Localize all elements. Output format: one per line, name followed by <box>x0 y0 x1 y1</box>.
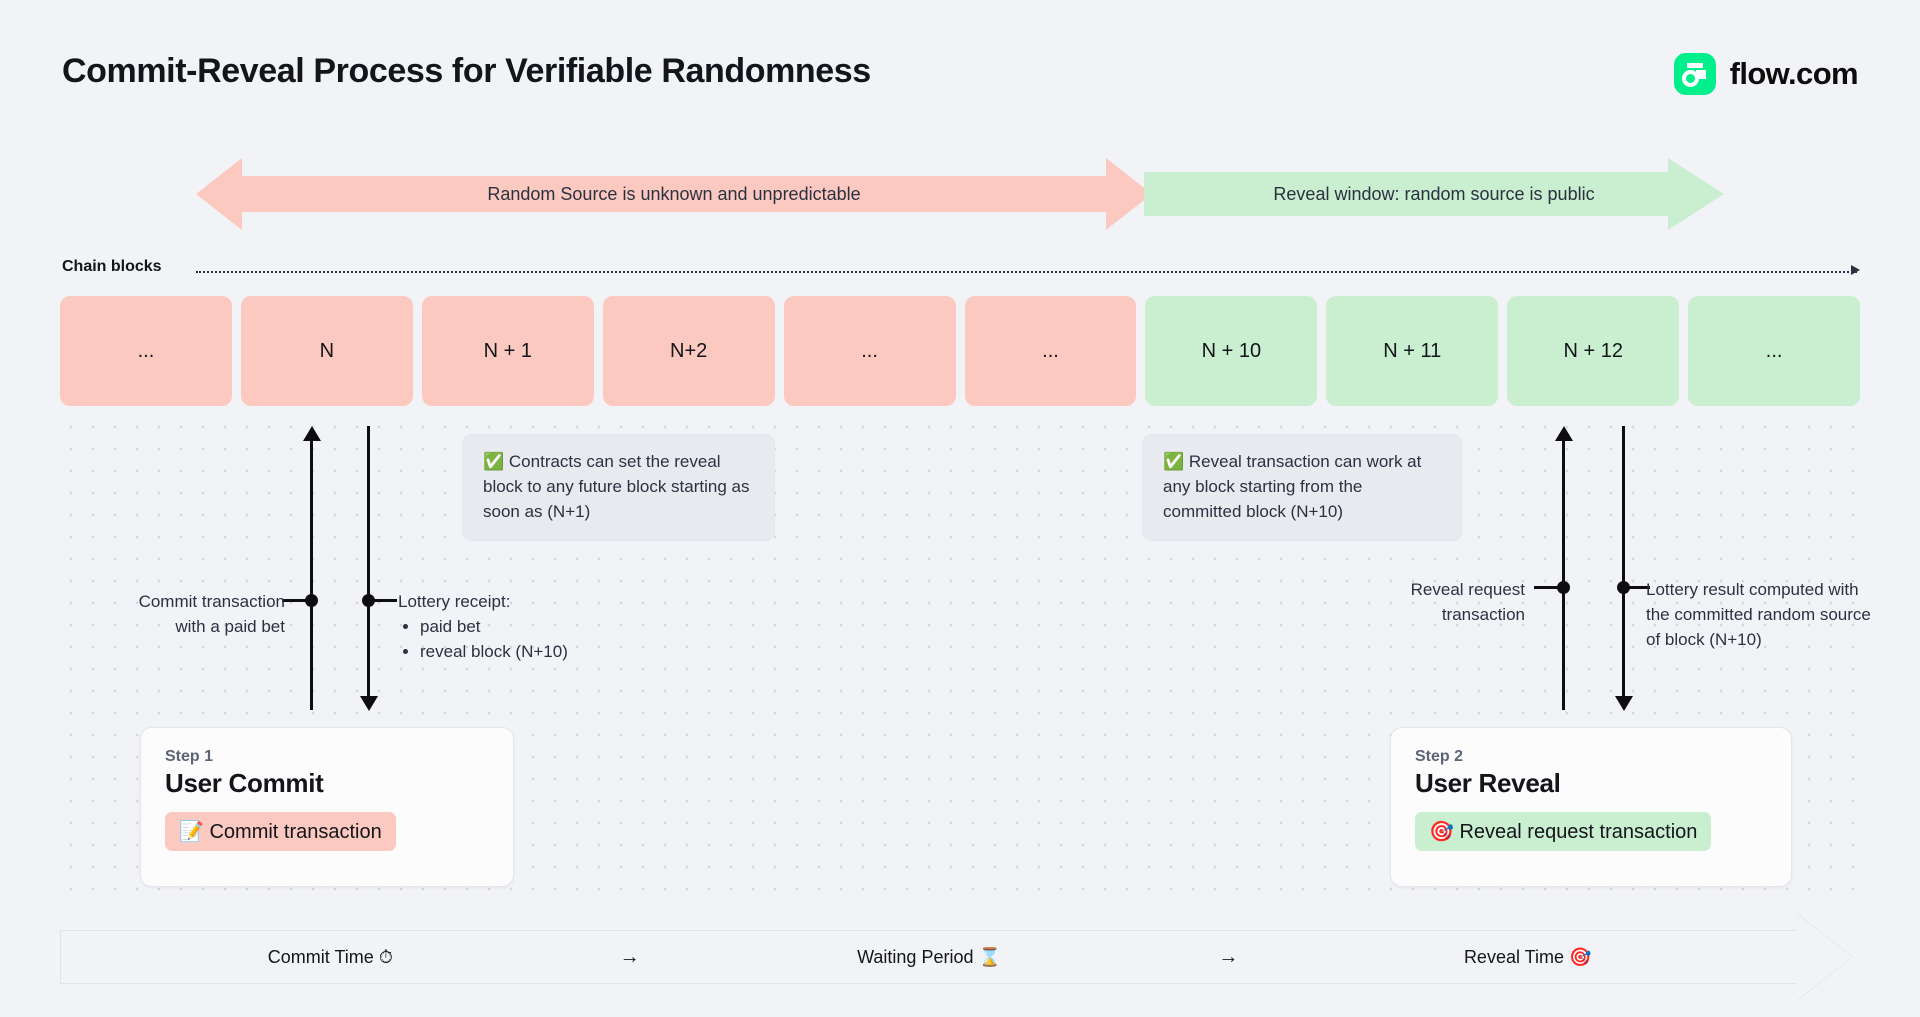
block-cell[interactable]: N + 12 <box>1507 296 1680 406</box>
step-card-user-reveal[interactable]: Step 2 User Reveal 🎯 Reveal request tran… <box>1390 727 1792 887</box>
commit-arrow-up-icon <box>303 426 321 441</box>
chain-dotted-line <box>196 271 1857 273</box>
block-cell[interactable]: ... <box>964 296 1137 406</box>
dart-icon: 🎯 <box>1569 946 1592 967</box>
flow-logo-icon <box>1673 53 1716 95</box>
block-cell[interactable]: ... <box>60 296 232 406</box>
result-arrow-dot <box>1617 581 1630 594</box>
timeline-phase-label: Waiting Period <box>857 946 974 967</box>
banner-reveal-window: Reveal window: random source is public <box>1144 158 1724 230</box>
step-pill-label: Commit transaction <box>209 821 382 843</box>
result-arrow-down-icon <box>1615 696 1633 711</box>
step-pill-commit-transaction[interactable]: 📝 Commit transaction <box>165 812 396 851</box>
callout-text: Reveal transaction can work at any block… <box>1163 452 1422 521</box>
right-arrow-shape-icon <box>1144 158 1724 230</box>
annotation-lottery-result: Lottery result computed with the committ… <box>1646 580 1871 649</box>
brand-logo: flow.com <box>1673 53 1859 95</box>
commit-connector-stub <box>282 599 312 602</box>
annotation-lottery-receipt: Lottery receipt: paid bet reveal block (… <box>398 590 648 665</box>
white-check-mark-icon: ✅ <box>483 452 505 471</box>
step-pill-reveal-request-transaction[interactable]: 🎯 Reveal request transaction <box>1415 812 1712 851</box>
annotation-commit-transaction: Commit transaction with a paid bet <box>85 590 285 640</box>
block-cell[interactable]: ... <box>783 296 956 406</box>
timeline-phase-commit: Commit Time ⏱ <box>61 947 600 968</box>
annotation-line: Reveal request <box>1410 580 1525 599</box>
timeline-phase-label: Reveal Time <box>1463 946 1564 967</box>
step-title: User Commit <box>165 768 324 798</box>
chain-blocks-label: Chain blocks <box>62 258 162 275</box>
step-card-user-commit[interactable]: Step 1 User Commit 📝 Commit transaction <box>140 727 514 887</box>
result-arrow-line <box>1622 426 1625 696</box>
reveal-arrow-line <box>1562 440 1565 710</box>
list-item: paid bet <box>420 615 648 640</box>
annotation-line: transaction <box>1441 604 1525 624</box>
callout-reveal-window: ✅ Reveal transaction can work at any blo… <box>1142 434 1462 541</box>
phase-timeline: Commit Time ⏱ → Waiting Period ⌛ → Revea… <box>60 913 1860 1001</box>
block-cell[interactable]: N + 11 <box>1326 296 1499 406</box>
double-arrow-shape-icon <box>196 158 1152 230</box>
step-pill-label: Reveal request transaction <box>1459 821 1698 843</box>
banner-label: Reveal window: random source is public <box>1273 183 1595 204</box>
block-cell[interactable]: N + 10 <box>1145 296 1318 406</box>
annotation-title: Lottery receipt: <box>398 592 511 611</box>
block-cell[interactable]: N+2 <box>602 296 775 406</box>
receipt-bullet-list: paid bet reveal block (N+10) <box>420 615 648 665</box>
timeline-phase-reveal: Reveal Time 🎯 <box>1258 947 1797 968</box>
block-cell[interactable]: ... <box>1688 296 1861 406</box>
reveal-arrow-dot <box>1557 581 1570 594</box>
brand-name: flow.com <box>1729 56 1859 91</box>
timeline-separator-icon: → <box>1218 945 1239 968</box>
hourglass-icon: ⌛ <box>978 946 1001 967</box>
reveal-arrow-up-icon <box>1555 426 1573 441</box>
timeline-phase-label: Commit Time <box>267 946 374 967</box>
receipt-connector-stub <box>367 599 397 602</box>
stopwatch-icon: ⏱ <box>378 946 393 967</box>
list-item: reveal block (N+10) <box>420 640 648 665</box>
memo-icon: 📝 <box>179 821 204 843</box>
page-title: Commit-Reveal Process for Verifiable Ran… <box>62 52 871 90</box>
timeline-separator-icon: → <box>619 945 640 968</box>
receipt-arrow-line <box>367 426 370 696</box>
receipt-arrow-dot <box>362 594 375 607</box>
chain-blocks-row: ... N N + 1 N+2 ... ... N + 10 N + 11 N … <box>60 296 1861 406</box>
annotation-line: with a paid bet <box>175 616 285 636</box>
commit-arrow-line <box>310 440 313 710</box>
annotation-reveal-request: Reveal request transaction <box>1340 578 1525 628</box>
banner-label: Random Source is unknown and unpredictab… <box>487 183 861 204</box>
step-title: User Reveal <box>1415 768 1561 798</box>
banner-random-source-unknown: Random Source is unknown and unpredictab… <box>196 158 1152 230</box>
phase-banners: Random Source is unknown and unpredictab… <box>0 158 1920 230</box>
timeline-phase-waiting: Waiting Period ⌛ <box>660 947 1199 968</box>
timeline-bar: Commit Time ⏱ → Waiting Period ⌛ → Revea… <box>60 930 1798 984</box>
callout-text: Contracts can set the reveal block to an… <box>483 452 750 521</box>
white-check-mark-icon: ✅ <box>1163 452 1185 471</box>
timeline-arrow-icon <box>1796 913 1852 1001</box>
annotation-line: Commit transaction <box>138 592 285 611</box>
dart-icon: 🎯 <box>1429 821 1454 843</box>
callout-commit-window: ✅ Contracts can set the reveal block to … <box>462 434 775 541</box>
receipt-arrow-down-icon <box>360 696 378 711</box>
step-kicker: Step 1 <box>165 748 214 765</box>
chain-arrow-icon <box>1851 265 1860 275</box>
result-connector-stub <box>1622 586 1650 589</box>
reveal-connector-stub <box>1534 586 1564 589</box>
commit-arrow-dot <box>305 594 318 607</box>
block-cell[interactable]: N + 1 <box>421 296 594 406</box>
block-cell[interactable]: N <box>240 296 413 406</box>
step-kicker: Step 2 <box>1415 748 1464 765</box>
